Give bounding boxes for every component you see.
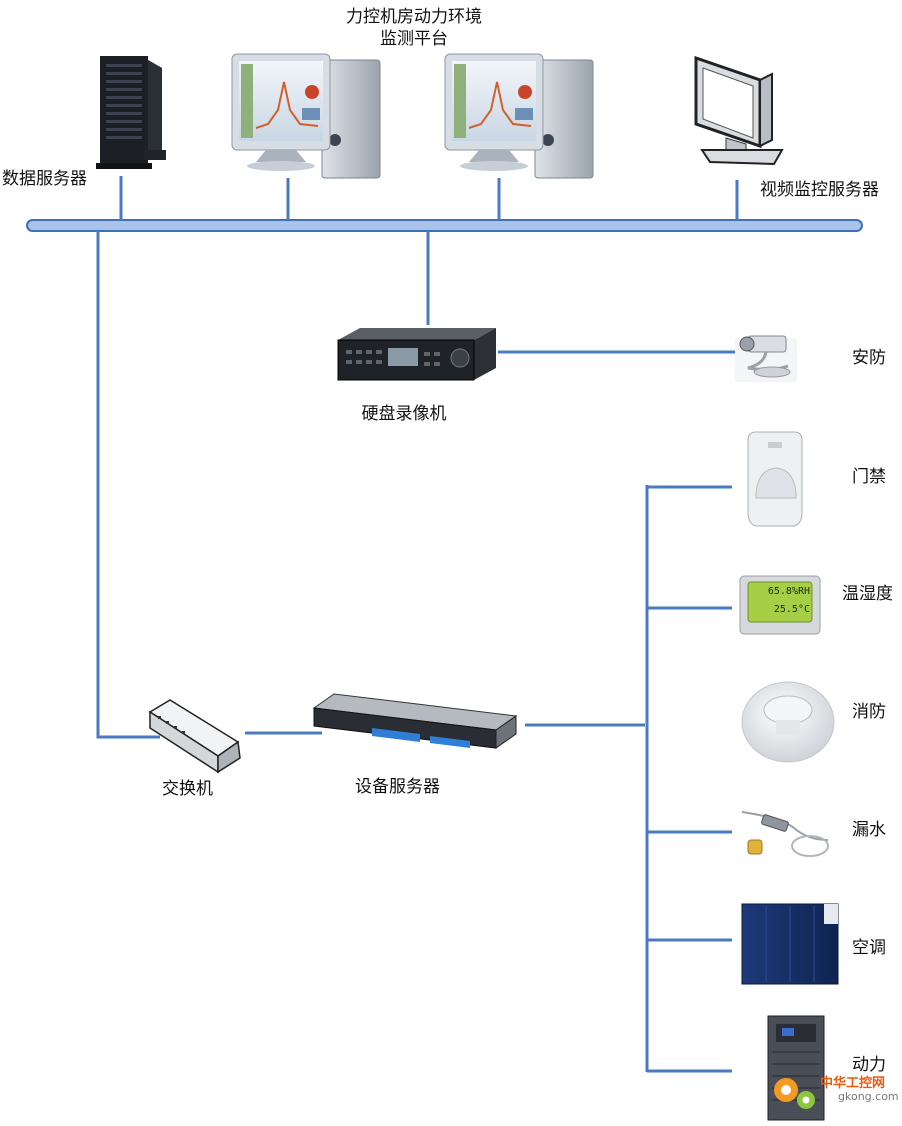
ups-icon xyxy=(767,1015,825,1121)
lcd-temperature: 25.5°C xyxy=(773,604,810,615)
temp-humidity-sensor-icon xyxy=(739,575,821,635)
label-video-server: 视频监控服务器 xyxy=(760,180,879,200)
label-dvr: 硬盘录像机 xyxy=(361,404,447,424)
network-bus xyxy=(26,219,863,232)
air-conditioner-icon xyxy=(741,903,839,985)
label-fire: 消防 xyxy=(852,702,886,722)
access-control-icon xyxy=(747,431,803,527)
label-switch: 交换机 xyxy=(162,779,213,799)
label-access-control: 门禁 xyxy=(852,467,886,487)
data-server-icon xyxy=(96,56,166,169)
sensor-lcd: 65.8%RH 25.5°C xyxy=(752,583,810,619)
link-bus-switch xyxy=(96,231,160,739)
platform-title-line2: 监测平台 xyxy=(380,29,448,49)
watermark-gear-icon xyxy=(774,1078,815,1109)
water-leak-sensor-icon xyxy=(741,811,829,857)
dvr-icon xyxy=(337,328,496,381)
watermark-url: gkong.com xyxy=(838,1090,899,1103)
label-water-leak: 漏水 xyxy=(852,820,886,840)
switch-icon xyxy=(148,699,241,774)
workstation-1-icon xyxy=(231,53,381,179)
camera-icon xyxy=(735,335,797,382)
watermark-name: 中华工控网 xyxy=(820,1076,886,1091)
lcd-humidity: 65.8%RH xyxy=(767,586,810,597)
label-temp-humidity: 温湿度 xyxy=(842,584,893,604)
label-power: 动力 xyxy=(852,1055,886,1075)
workstation-2-icon xyxy=(444,53,594,179)
label-security: 安防 xyxy=(852,348,886,368)
label-data-server: 数据服务器 xyxy=(2,169,87,189)
video-server-icon xyxy=(694,55,784,166)
label-device-server: 设备服务器 xyxy=(355,777,440,797)
label-air-conditioning: 空调 xyxy=(852,938,886,958)
platform-title-line1: 力控机房动力环境 xyxy=(346,7,482,27)
device-server-icon xyxy=(312,693,518,749)
smoke-detector-icon xyxy=(741,681,835,763)
